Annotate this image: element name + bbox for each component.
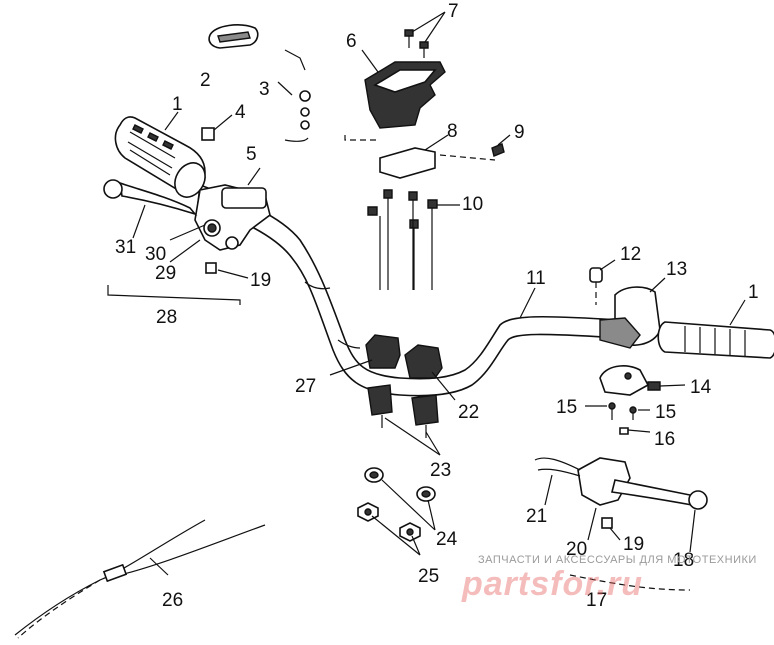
label-1-left: 1 [172,94,183,115]
label-3: 3 [259,79,270,100]
label-14: 14 [690,377,712,398]
label-1-right: 1 [748,282,759,303]
label-15-left: 15 [556,397,577,418]
throttle-cable [14,519,266,639]
label-8: 8 [447,121,458,142]
label-18: 18 [673,550,694,571]
right-lever-assembly [534,457,708,529]
handlebar-clamps [365,334,443,379]
throttle-housing [364,61,446,129]
label-21: 21 [526,506,547,527]
label-28: 28 [156,307,177,328]
label-29: 29 [155,263,176,284]
label-20: 20 [566,539,587,560]
right-grip [657,321,774,359]
label-9: 9 [514,122,525,143]
watermark: ЗАПЧАСТИ И АКСЕССУАРЫ ДЛЯ МОТОТЕХНИКИ pa… [461,554,757,603]
left-grip [114,116,206,198]
right-throttle-housing [599,286,661,349]
switch-cover [208,24,259,49]
screw-15-left [608,402,616,410]
label-13: 13 [666,259,687,280]
clamp-bolts [367,189,438,290]
lever-nut [201,127,215,141]
label-25: 25 [418,566,439,587]
screw-15-right [629,406,637,414]
label-10: 10 [462,194,483,215]
screw-16 [619,427,629,435]
label-5: 5 [246,144,257,165]
label-26: 26 [162,590,183,611]
label-24: 24 [436,529,458,550]
watermark-caption: ЗАПЧАСТИ И АКСЕССУАРЫ ДЛЯ МОТОТЕХНИКИ [478,554,757,566]
block-screw [491,143,505,157]
left-lever-assembly [103,179,271,251]
label-4: 4 [235,102,246,123]
lower-risers [367,384,439,438]
label-15-right: 15 [655,402,676,423]
label-12: 12 [620,244,641,265]
label-2: 2 [200,70,211,91]
label-22: 22 [458,402,479,423]
mounting-block [379,147,436,179]
label-17: 17 [586,590,607,611]
label-31: 31 [115,237,136,258]
leader-lines [132,11,746,576]
label-23: 23 [430,460,451,481]
nut-19-left [205,262,217,274]
label-11: 11 [526,268,546,289]
pin-set [284,49,311,142]
label-16: 16 [654,429,675,450]
label-7: 7 [448,1,459,22]
washers-nuts [357,467,436,542]
label-6: 6 [346,31,357,52]
housing-screws [404,29,429,58]
label-19-right: 19 [623,534,644,555]
watermark-brand: partsfor.ru [461,565,643,603]
label-30: 30 [145,244,166,265]
label-27: 27 [295,376,316,397]
callout-labels: 1 2 3 4 5 6 7 8 9 10 11 12 13 1 14 15 15… [115,1,759,611]
group-bracket-28 [107,285,241,305]
label-19-left: 19 [250,270,271,291]
throttle-body [599,365,661,396]
